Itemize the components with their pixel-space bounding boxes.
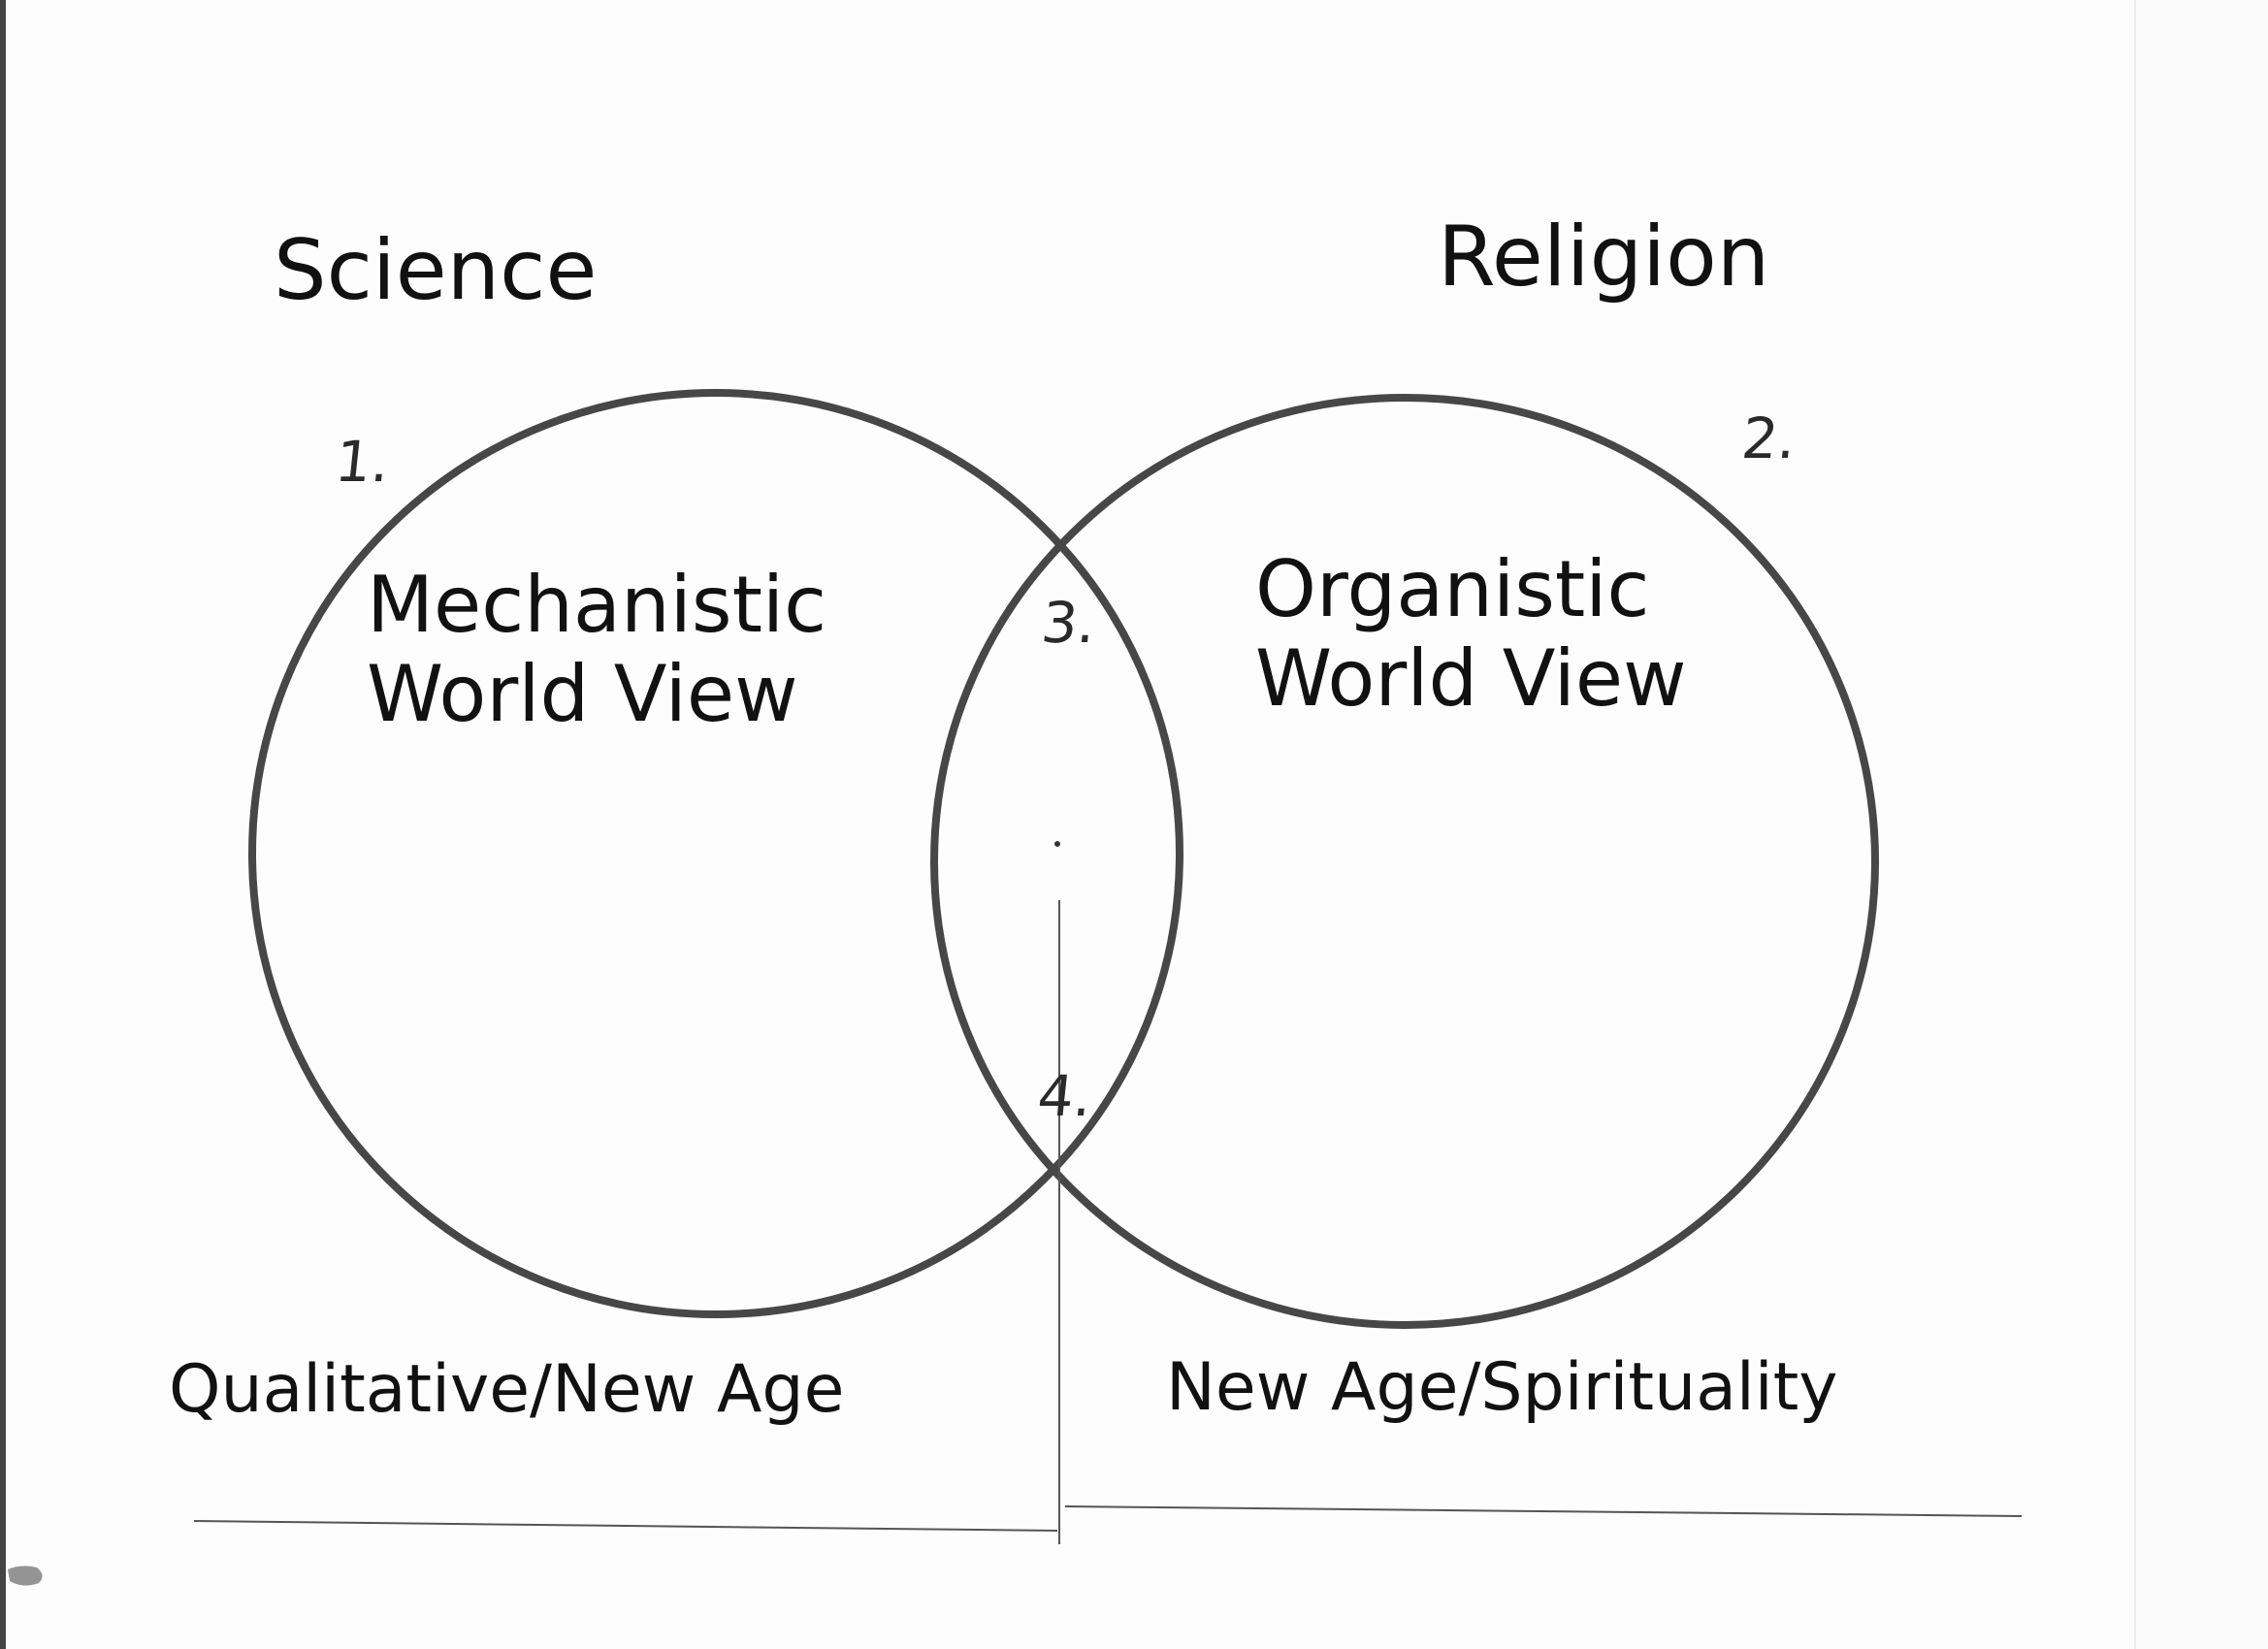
- scan-edge-left: [0, 0, 6, 1649]
- region-number-1: 1.: [332, 429, 393, 495]
- science-title: Science: [274, 222, 598, 319]
- scan-smudge: [8, 1566, 43, 1586]
- bottom-left-rule: [193, 1520, 1058, 1532]
- region-number-4: 4.: [1034, 1063, 1095, 1129]
- mechanistic-line2: World View: [367, 649, 798, 739]
- region-number-3: 3.: [1038, 590, 1099, 656]
- region-number-2: 2.: [1738, 405, 1799, 471]
- qualitative-new-age-label: Qualitative/New Age: [169, 1351, 845, 1428]
- organistic-world-view-label: Organistic World View: [1255, 545, 1687, 724]
- religion-title: Religion: [1438, 209, 1770, 306]
- mechanistic-world-view-label: Mechanistic World View: [367, 561, 826, 739]
- center-dot: [1054, 841, 1060, 847]
- scan-edge-right: [2134, 0, 2268, 1649]
- new-age-spirituality-label: New Age/Spirituality: [1166, 1349, 1838, 1426]
- mechanistic-line1: Mechanistic: [367, 560, 827, 650]
- organistic-line2: World View: [1255, 633, 1687, 724]
- religion-circle: [930, 394, 1879, 1329]
- science-circle: [248, 389, 1183, 1318]
- organistic-line1: Organistic: [1255, 544, 1650, 634]
- bottom-right-rule: [1064, 1505, 2023, 1517]
